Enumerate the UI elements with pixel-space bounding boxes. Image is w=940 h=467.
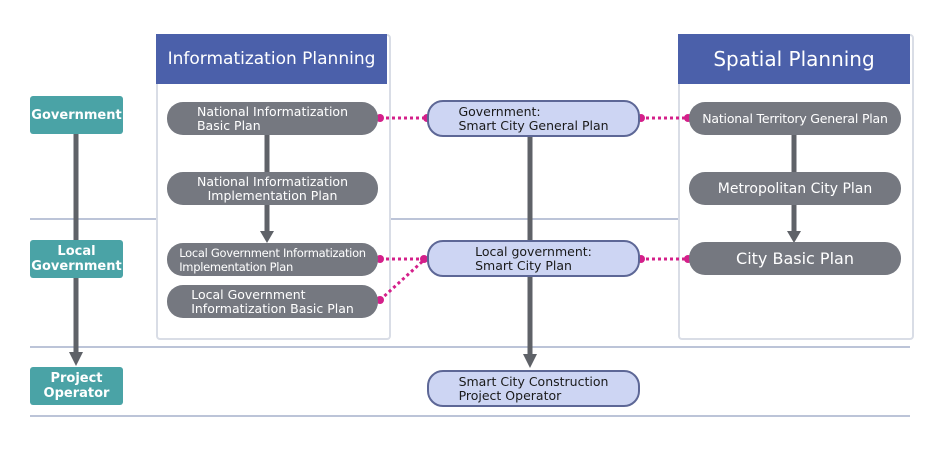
node-city-basic-plan: City Basic Plan (689, 242, 901, 275)
informatization-planning-header: Informatization Planning (156, 34, 387, 84)
row-divider-2 (30, 346, 910, 348)
info-arrow-2-head (260, 231, 274, 243)
level-government: Government (30, 96, 123, 134)
dot-info-local-left (376, 255, 384, 263)
dot-infobasic-left (376, 296, 384, 304)
node-metropolitan-city-plan: Metropolitan City Plan (689, 172, 901, 205)
node-national-territory-general-plan: National Territory General Plan (689, 102, 901, 135)
dot-info-local-right (420, 255, 428, 263)
node-local-government-informatization-basic-plan: Local Government Informatization Basic P… (167, 285, 378, 318)
node-national-informatization-basic-plan: National Informatization Basic Plan (167, 102, 378, 135)
spatial-planning-title: Spatial Planning (713, 47, 875, 71)
node-smart-city-construction-project-operator: Smart City Construction Project Operator (427, 370, 640, 407)
informatization-planning-title: Informatization Planning (167, 49, 376, 69)
row-divider-1 (30, 218, 910, 220)
node-national-informatization-implementation-plan: National Informatization Implementation … (167, 172, 378, 205)
level-arrow-head (69, 352, 83, 366)
spatial-arrow-2-head (787, 231, 801, 243)
level-local-government: Local Government (30, 240, 123, 278)
node-government-smart-city-general-plan: Government: Smart City General Plan (427, 100, 640, 137)
level-project-operator: Project Operator (30, 367, 123, 405)
smart-city-arrow-head (523, 354, 537, 368)
row-divider-3 (30, 415, 910, 417)
spatial-planning-header: Spatial Planning (678, 34, 910, 84)
dot-info-gov-left (376, 114, 384, 122)
node-local-government-informatization-implementation-plan: Local Government Informatization Impleme… (167, 243, 378, 276)
connector-infobasic-local (378, 258, 426, 302)
node-local-government-smart-city-plan: Local government: Smart City Plan (427, 240, 640, 277)
